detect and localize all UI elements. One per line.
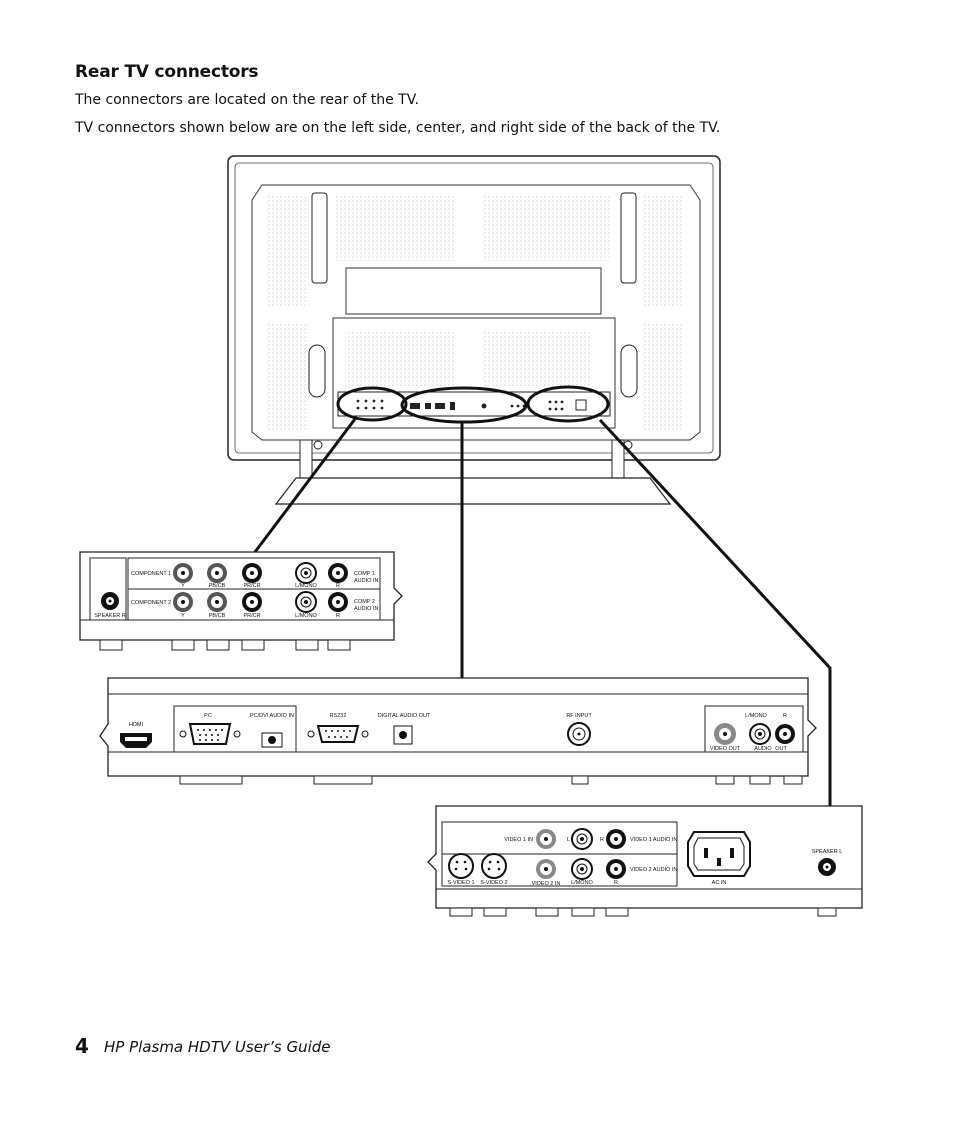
label-r: R	[600, 837, 604, 843]
label-rf-input: RF INPUT	[566, 713, 592, 719]
label-speaker-l: SPEAKER L	[812, 849, 843, 855]
detail-paragraph: TV connectors shown below are on the lef…	[75, 120, 721, 136]
label-l: L	[567, 837, 570, 843]
label-video1-audio-in: VIDEO 1 AUDIO IN	[630, 837, 677, 843]
label-out: OUT	[775, 746, 787, 752]
label-y-2: Y	[181, 613, 185, 619]
label-video2-audio-in: VIDEO 2 AUDIO IN	[630, 867, 677, 873]
label-r2: R	[614, 880, 618, 886]
tv-rear-illustration	[227, 155, 721, 505]
label-pr-2: PR/CR	[243, 613, 260, 619]
label-digital-audio-out: DIGITAL AUDIO OUT	[378, 713, 431, 719]
center-connector-panel: HDMI PC PC/DVI AUDIO IN RS232 DIGITAL AU…	[99, 677, 817, 785]
guide-title: HP Plasma HDTV User’s Guide	[104, 1038, 331, 1056]
section-heading: Rear TV connectors	[75, 62, 259, 82]
label-lmono-1: L/MONO	[295, 583, 317, 589]
label-component-2: COMPONENT 2	[131, 600, 171, 606]
label-y-1: Y	[181, 583, 185, 589]
label-pc: PC	[204, 713, 212, 719]
label-video2-in: VIDEO 2 IN	[532, 881, 561, 887]
label-pc-dvi-audio: PC/DVI AUDIO IN	[250, 713, 294, 719]
label-pb-1: PB/CB	[209, 583, 226, 589]
label-r-1: R	[336, 583, 340, 589]
label-lmono: L/MONO	[571, 880, 593, 886]
label-comp2-audio-a: COMP 2	[354, 599, 375, 605]
label-lmono-2: L/MONO	[295, 613, 317, 619]
label-ac-in: AC IN	[712, 880, 727, 886]
left-connector-panel: COMPONENT 1 COMPONENT 2 Y PB/CB PR/CR L/…	[79, 551, 403, 651]
label-comp1-audio-b: AUDIO IN	[354, 578, 378, 584]
label-r-out: R	[783, 713, 787, 719]
page-number: 4	[75, 1034, 89, 1058]
label-rs232: RS232	[330, 713, 347, 719]
label-comp1-audio-a: COMP 1	[354, 571, 375, 577]
label-comp2-audio-b: AUDIO IN	[354, 606, 378, 612]
intro-paragraph: The connectors are located on the rear o…	[75, 92, 419, 108]
callout-lines	[253, 418, 832, 820]
label-pr-1: PR/CR	[243, 583, 260, 589]
right-connector-panel: VIDEO 1 IN L R VIDEO 1 AUDIO IN VIDEO 2 …	[427, 805, 863, 917]
label-component-1: COMPONENT 1	[131, 571, 171, 577]
label-lmono-out: L/MONO	[745, 713, 767, 719]
label-svideo1: S-VIDEO 1	[447, 880, 474, 886]
label-pb-2: PB/CB	[209, 613, 226, 619]
label-hdmi: HDMI	[129, 722, 144, 728]
label-audio: AUDIO	[754, 746, 772, 752]
label-svideo2: S-VIDEO 2	[480, 880, 507, 886]
label-r-2: R	[336, 613, 340, 619]
label-speaker-r: SPEAKER R	[94, 613, 126, 619]
label-video-out: VIDEO OUT	[710, 746, 741, 752]
label-video1-in: VIDEO 1 IN	[504, 837, 533, 843]
